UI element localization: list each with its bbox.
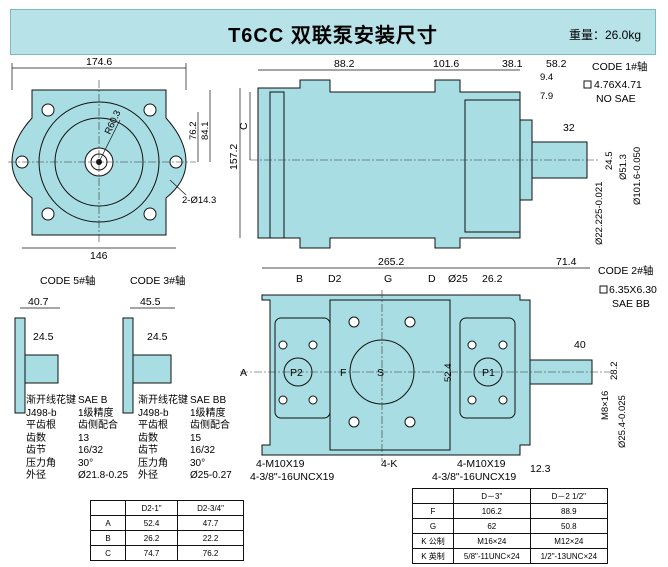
table-row: B 26.2 22.2 — [90, 530, 244, 546]
dim-bottom-52: 52.4 — [443, 364, 454, 383]
note-m10-left: 4-M10X19 — [256, 458, 305, 470]
dim-side-38: 38.1 — [502, 58, 523, 70]
dim-side-88: 88.2 — [334, 58, 355, 70]
dim-front-holes: 2-Ø14.3 — [182, 195, 216, 206]
bottom-code-std: SAE BB — [612, 298, 650, 310]
dim-bottom-p2: P2 — [290, 367, 303, 379]
page-title: T6CC 双联泵安装尺寸 — [228, 25, 438, 47]
side-code-std: NO SAE — [596, 93, 636, 105]
dim-bottom-25: Ø25.4-0.025 — [617, 395, 628, 448]
dim-bottom-s: S — [377, 367, 384, 379]
dim-side-22: Ø22.225-0.021 — [594, 182, 605, 245]
table-left: D2-1" D2-3/4" A 52.4 47.7 B 26.2 22.2 C … — [90, 500, 244, 561]
table-right: D－3" D－2 1/2" F 106.2 88.9 G 62 50.8 K 公… — [412, 488, 609, 564]
code5-title: CODE 5#轴 — [40, 274, 95, 287]
code3-view: CODE 3#轴 45.5 24.5 — [122, 274, 185, 414]
bottom-view: 265.2 71.4 B D2 G D Ø25 26.2 A F S P2 P1… — [240, 256, 657, 483]
code5-dim2: 24.5 — [33, 331, 54, 343]
bottom-code-spec: 6.35X6.30 — [609, 284, 657, 296]
note-row: 平齿根齿侧配合 — [26, 420, 118, 431]
weight-label: 重量：26.0kg — [568, 28, 641, 42]
dim-side-157: 157.2 — [228, 144, 240, 170]
side-view: 88.2 101.6 38.1 58.2 9.4 7.9 157.2 C COD… — [228, 58, 647, 249]
table-row: C 74.7 76.2 — [90, 545, 244, 561]
table-row: A 52.4 47.7 — [90, 515, 244, 531]
dim-front-84: 84.1 — [200, 122, 211, 141]
dim-bottom-d2: D2 — [328, 273, 342, 285]
code3-dim2: 24.5 — [147, 331, 168, 343]
note-k: 4-K — [381, 458, 397, 470]
table-row: D－3" D－2 1/2" — [412, 488, 609, 504]
dim-side-51: Ø51.3 — [618, 154, 629, 180]
note-row: 平齿根齿侧配合 — [138, 420, 230, 431]
note-m10-right: 4-M10X19 — [457, 458, 506, 470]
bottom-code-label: CODE 2#轴 — [598, 264, 653, 277]
dim-front-76: 76.2 — [188, 122, 199, 141]
dim-side-c: C — [238, 122, 250, 130]
code5-view: CODE 5#轴 40.7 24.5 — [14, 274, 95, 414]
side-code-spec: 4.76X4.71 — [594, 79, 642, 91]
table-row: D2-1" D2-3/4" — [90, 500, 244, 516]
dim-bottom-28: 28.2 — [609, 362, 620, 381]
dim-side-58: 58.2 — [546, 58, 567, 70]
dim-bottom-a: A — [240, 367, 247, 379]
dim-side-101-6: Ø101.6-0.050 — [632, 147, 643, 205]
dim-bottom-b: B — [296, 273, 303, 285]
dim-bottom-f: F — [340, 367, 346, 379]
dim-bottom-265: 265.2 — [378, 256, 404, 268]
dim-bottom-26: 26.2 — [482, 273, 503, 285]
dim-side-9: 9.4 — [540, 72, 553, 83]
front-view: 174.6 R60.3 76.2 84.1 2-Ø14.3 146 — [8, 56, 216, 262]
dim-front-bottom: 146 — [90, 250, 108, 262]
dim-bottom-d25: Ø25 — [448, 273, 468, 285]
dim-bottom-12: 12.3 — [530, 463, 551, 475]
code5-dim1: 40.7 — [28, 296, 49, 308]
dim-bottom-71: 71.4 — [556, 256, 577, 268]
dim-bottom-g: G — [384, 273, 392, 285]
dim-bottom-m8: M8×16 — [600, 391, 611, 420]
side-code-label: CODE 1#轴 — [592, 60, 647, 73]
code3-dim1: 45.5 — [140, 296, 161, 308]
dim-bottom-d: D — [428, 273, 436, 285]
dim-bottom-40: 40 — [574, 339, 586, 351]
dim-bottom-p1: P1 — [482, 367, 495, 379]
title-bar: T6CC 双联泵安装尺寸 重量：26.0kg — [10, 9, 656, 55]
dim-side-101: 101.6 — [433, 58, 459, 70]
dim-side-32: 32 — [563, 122, 575, 134]
dim-front-width: 174.6 — [86, 56, 112, 68]
note-unc-left: 4-3/8"-16UNCX19 — [250, 471, 334, 483]
table-row: F 106.2 88.9 — [412, 503, 609, 519]
table-row: K 公制 M16×24 M12×24 — [412, 533, 609, 549]
code3-title: CODE 3#轴 — [130, 274, 185, 287]
table-row: G 62 50.8 — [412, 518, 609, 534]
note-unc-right: 4-3/8"-16UNCX19 — [432, 471, 516, 483]
dim-side-7: 7.9 — [540, 91, 553, 102]
table-row: K 英制 5/8"-11UNC×24 1/2"-13UNC×24 — [412, 548, 609, 564]
dim-side-24: 24.5 — [604, 152, 615, 171]
